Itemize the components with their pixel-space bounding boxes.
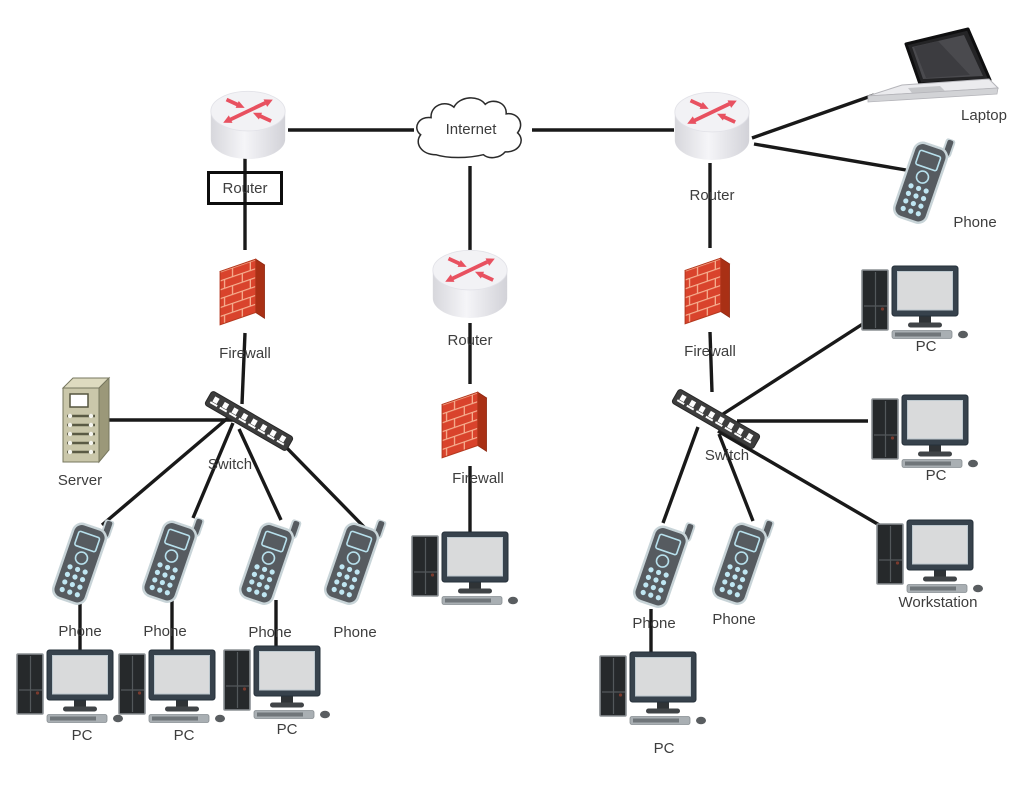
node-label: PC — [173, 727, 195, 744]
wire — [661, 426, 700, 524]
node-label: PC — [925, 467, 947, 484]
node-label: PC — [915, 338, 937, 355]
pc-icon — [117, 648, 229, 730]
node-phone-wan[interactable]: Phone — [893, 133, 997, 231]
node-label: Workstation — [898, 594, 978, 611]
node-label: Phone — [333, 624, 377, 641]
node-pc-r2[interactable]: PC — [870, 393, 982, 484]
router-icon — [206, 88, 290, 164]
node-laptop[interactable]: Laptop — [856, 26, 1007, 124]
node-label: Firewall — [684, 343, 736, 360]
wire — [100, 415, 231, 527]
laptop-icon — [856, 26, 1004, 118]
node-label: Router — [222, 179, 268, 197]
node-pc-center[interactable] — [410, 530, 522, 612]
node-router-top-right[interactable]: Router — [670, 89, 754, 204]
node-label: Router — [447, 332, 493, 349]
phone-icon — [39, 506, 129, 614]
node-label: Phone — [143, 623, 187, 640]
phone-icon — [129, 504, 219, 612]
node-label: PC — [653, 740, 675, 757]
node-router-center[interactable]: Router — [428, 247, 512, 349]
pc-icon — [875, 518, 987, 600]
node-pc-r1[interactable]: PC — [860, 264, 972, 355]
node-switch-right[interactable]: Switch — [668, 410, 764, 464]
node-phone-l3[interactable]: Phone — [239, 514, 303, 641]
pc-icon — [860, 264, 972, 346]
node-label: Laptop — [961, 107, 1007, 124]
node-pc-l3[interactable]: PC — [222, 644, 334, 738]
router-icon — [428, 247, 512, 323]
firewall-icon — [678, 246, 742, 334]
pc-icon — [410, 530, 522, 612]
node-firewall-left[interactable]: Firewall — [213, 247, 277, 362]
node-server[interactable]: Server — [57, 374, 115, 489]
wire — [722, 316, 873, 416]
node-switch-left[interactable]: Switch — [201, 412, 297, 473]
pc-icon — [870, 393, 982, 475]
node-phone-l1[interactable]: Phone — [52, 514, 116, 640]
node-firewall-right[interactable]: Firewall — [678, 246, 742, 360]
node-phone-l2[interactable]: Phone — [142, 512, 206, 640]
wire — [751, 93, 875, 140]
node-label: PC — [71, 727, 93, 744]
node-internet[interactable]: Internet — [408, 92, 534, 168]
node-label: Server — [57, 472, 103, 489]
node-label: Firewall — [452, 470, 504, 487]
wire — [717, 433, 755, 522]
wire — [717, 429, 894, 535]
pc-icon — [598, 650, 710, 732]
node-label: Phone — [632, 615, 676, 632]
node-pc-l2[interactable]: PC — [117, 648, 229, 744]
node-label: Phone — [953, 214, 997, 231]
node-phone-r1[interactable]: Phone — [633, 517, 697, 632]
router-icon — [670, 89, 754, 165]
wire — [708, 331, 714, 393]
node-firewall-center[interactable]: Firewall — [435, 380, 504, 487]
node-label: Switch — [207, 456, 253, 473]
phone-icon — [699, 506, 789, 614]
pc-icon — [222, 644, 334, 726]
node-label: Switch — [704, 447, 750, 464]
node-label: Router — [689, 187, 735, 204]
wire — [240, 332, 247, 405]
node-label: Phone — [58, 623, 102, 640]
node-phone-r2[interactable]: Phone — [712, 514, 776, 628]
wire — [191, 422, 235, 519]
node-workstation[interactable]: Workstation — [875, 518, 987, 611]
firewall-icon — [213, 247, 277, 335]
phone-icon — [620, 509, 710, 617]
node-router-top-left[interactable] — [206, 88, 290, 164]
node-label: Phone — [248, 624, 292, 641]
node-label: PC — [276, 721, 298, 738]
node-phone-l4[interactable]: Phone — [324, 514, 388, 641]
router-top-left-label-box: Router — [207, 171, 283, 205]
node-label: Internet — [445, 121, 497, 138]
node-label: Phone — [712, 611, 756, 628]
node-pc-l1[interactable]: PC — [15, 648, 127, 744]
server-icon — [57, 374, 115, 466]
phone-icon — [226, 506, 316, 614]
wire — [753, 142, 907, 172]
wire — [237, 428, 283, 521]
wire — [283, 444, 369, 532]
node-label: Firewall — [219, 345, 271, 362]
firewall-icon — [435, 380, 499, 468]
node-pc-r3[interactable]: PC — [598, 650, 710, 757]
pc-icon — [15, 648, 127, 730]
phone-icon — [311, 506, 401, 614]
